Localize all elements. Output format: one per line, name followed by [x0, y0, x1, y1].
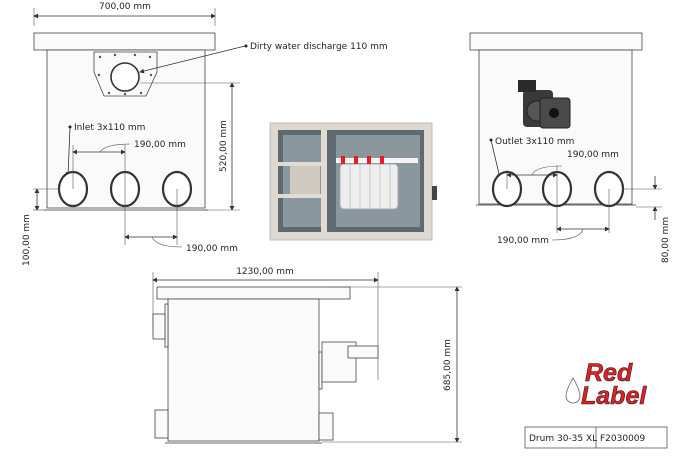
pump [518, 80, 571, 129]
front-view: 700,00 mm Dirty water discharge 110 mm 5… [22, 2, 388, 266]
spacing-bottom-label: 190,00 mm [497, 236, 549, 246]
lid [156, 286, 351, 300]
length-dimension-label: 1230,00 mm [236, 267, 294, 277]
outlet-label: Outlet 3x110 mm [495, 137, 574, 147]
width-dimension-label: 700,00 mm [99, 2, 151, 12]
title-block: Drum 30-35 XL F2030009 [524, 426, 668, 449]
discharge-label: Dirty water discharge 110 mm [250, 42, 388, 52]
spacing-top-label: 190,00 mm [134, 140, 186, 150]
model-name: Drum 30-35 XL [529, 434, 597, 444]
back-view: Outlet 3x110 mm 190,00 mm 190,00 mm 80,0… [469, 32, 671, 263]
height-dimension-label: 685,00 mm [443, 339, 453, 391]
lid [469, 32, 643, 51]
discharge-pipe [110, 62, 140, 92]
side-view: 1230,00 mm 685,00 mm [152, 267, 462, 444]
svg-text:Red: Red [585, 359, 633, 387]
interior-render [269, 122, 437, 241]
water-drop-icon [565, 377, 581, 404]
spacing-bottom-label: 190,00 mm [186, 244, 238, 254]
pipe-height-label: 100,00 mm [22, 214, 32, 266]
height-dimension-label: 520,00 mm [219, 120, 229, 172]
pipe-height-label: 80,00 mm [661, 217, 671, 263]
red-label-logo: Red Label [565, 359, 648, 410]
svg-text:Label: Label [581, 382, 647, 410]
model-code: F2030009 [600, 434, 646, 444]
inlet-label: Inlet 3x110 mm [74, 123, 145, 133]
lid [33, 32, 216, 51]
outlet-pipes [491, 170, 625, 208]
spacing-top-label: 190,00 mm [567, 150, 619, 160]
body [167, 298, 320, 442]
